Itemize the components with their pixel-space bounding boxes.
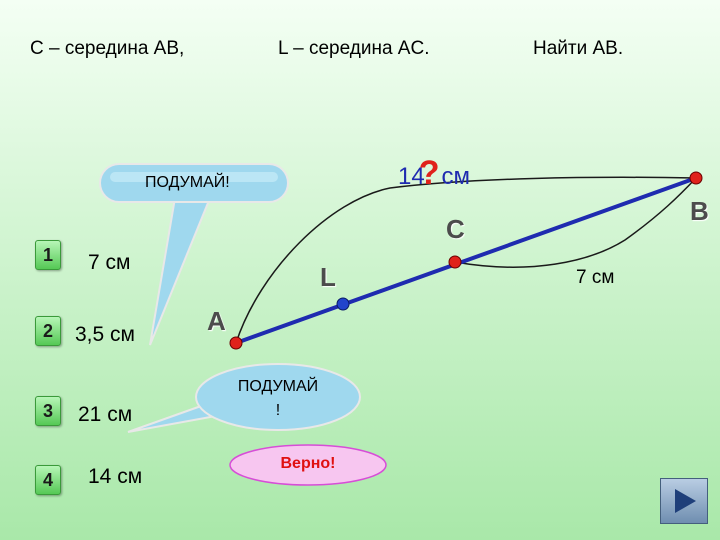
play-arrow-icon — [675, 489, 696, 513]
length-ac-value: 14 — [398, 163, 425, 190]
correct-text: Верно! — [280, 455, 336, 472]
task-text: Найти AB. — [533, 38, 624, 59]
label-point-a: A — [207, 306, 226, 336]
arc-ac — [235, 176, 697, 344]
answer-4-button[interactable]: 4 — [35, 465, 61, 495]
think-bubble-top-tail — [149, 197, 212, 346]
point-b — [689, 171, 703, 185]
question-mark: ? — [418, 154, 440, 192]
point-a — [229, 336, 243, 350]
answer-3-button[interactable]: 3 — [35, 396, 61, 426]
next-slide-button[interactable] — [660, 478, 708, 524]
label-point-c: C — [446, 214, 465, 244]
point-l — [336, 297, 350, 311]
arc-cb — [454, 177, 697, 268]
answer-1-button[interactable]: 1 — [35, 240, 61, 270]
answer-4-text[interactable]: 14 см — [88, 465, 143, 488]
length-ac-unit: см — [441, 163, 470, 190]
condition-l-midpoint: L – середина AC. — [278, 38, 430, 59]
think-top-text: ПОДУМАЙ! — [145, 174, 230, 191]
condition-c-midpoint: C – середина AB, — [30, 38, 185, 59]
segment-ab — [235, 176, 697, 345]
answer-2-text[interactable]: 3,5 см — [75, 323, 135, 346]
answer-3-text[interactable]: 21 см — [78, 403, 133, 426]
think-bubble-bottom-shape — [195, 363, 361, 431]
label-point-b: B — [690, 196, 709, 226]
answer-2-button[interactable]: 2 — [35, 316, 61, 346]
correct-bubble-shape — [229, 444, 387, 486]
answer-1-text[interactable]: 7 см — [88, 251, 131, 274]
label-point-l: L — [320, 262, 336, 292]
length-cb-label: 7 см — [576, 267, 615, 288]
think-bottom-text-line2: ! — [275, 402, 281, 419]
point-c — [448, 255, 462, 269]
length-ac-label: 14?см — [398, 154, 470, 193]
think-bottom-text-line1: ПОДУМАЙ — [237, 378, 319, 395]
